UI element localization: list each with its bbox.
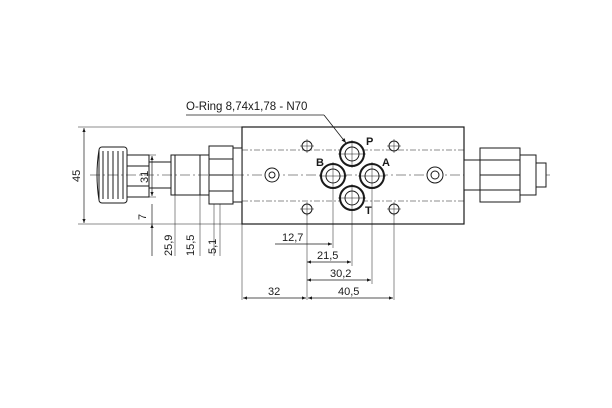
dim-15-5: 15,5	[185, 235, 197, 256]
oring-leader	[323, 114, 347, 144]
dim-5-1: 5,1	[207, 239, 219, 254]
port-label-t: T	[365, 205, 372, 217]
dim-45: 45	[71, 170, 83, 182]
dim-7: 7	[137, 214, 149, 220]
dim-21-5: 21,5	[317, 250, 338, 262]
port-label-b: B	[316, 157, 324, 169]
right-fitting	[463, 147, 547, 203]
dim-40-5: 40,5	[338, 286, 359, 298]
dim-30-2: 30,2	[330, 268, 351, 280]
dim-31: 31	[139, 171, 151, 183]
port-label-p: P	[366, 136, 373, 148]
oring-label: O-Ring 8,74x1,78 - N70	[186, 101, 307, 113]
port-label-a: A	[382, 157, 390, 169]
dim-12-7: 12,7	[282, 232, 303, 244]
dim-25-9: 25,9	[163, 235, 175, 256]
dim-32: 32	[268, 286, 280, 298]
